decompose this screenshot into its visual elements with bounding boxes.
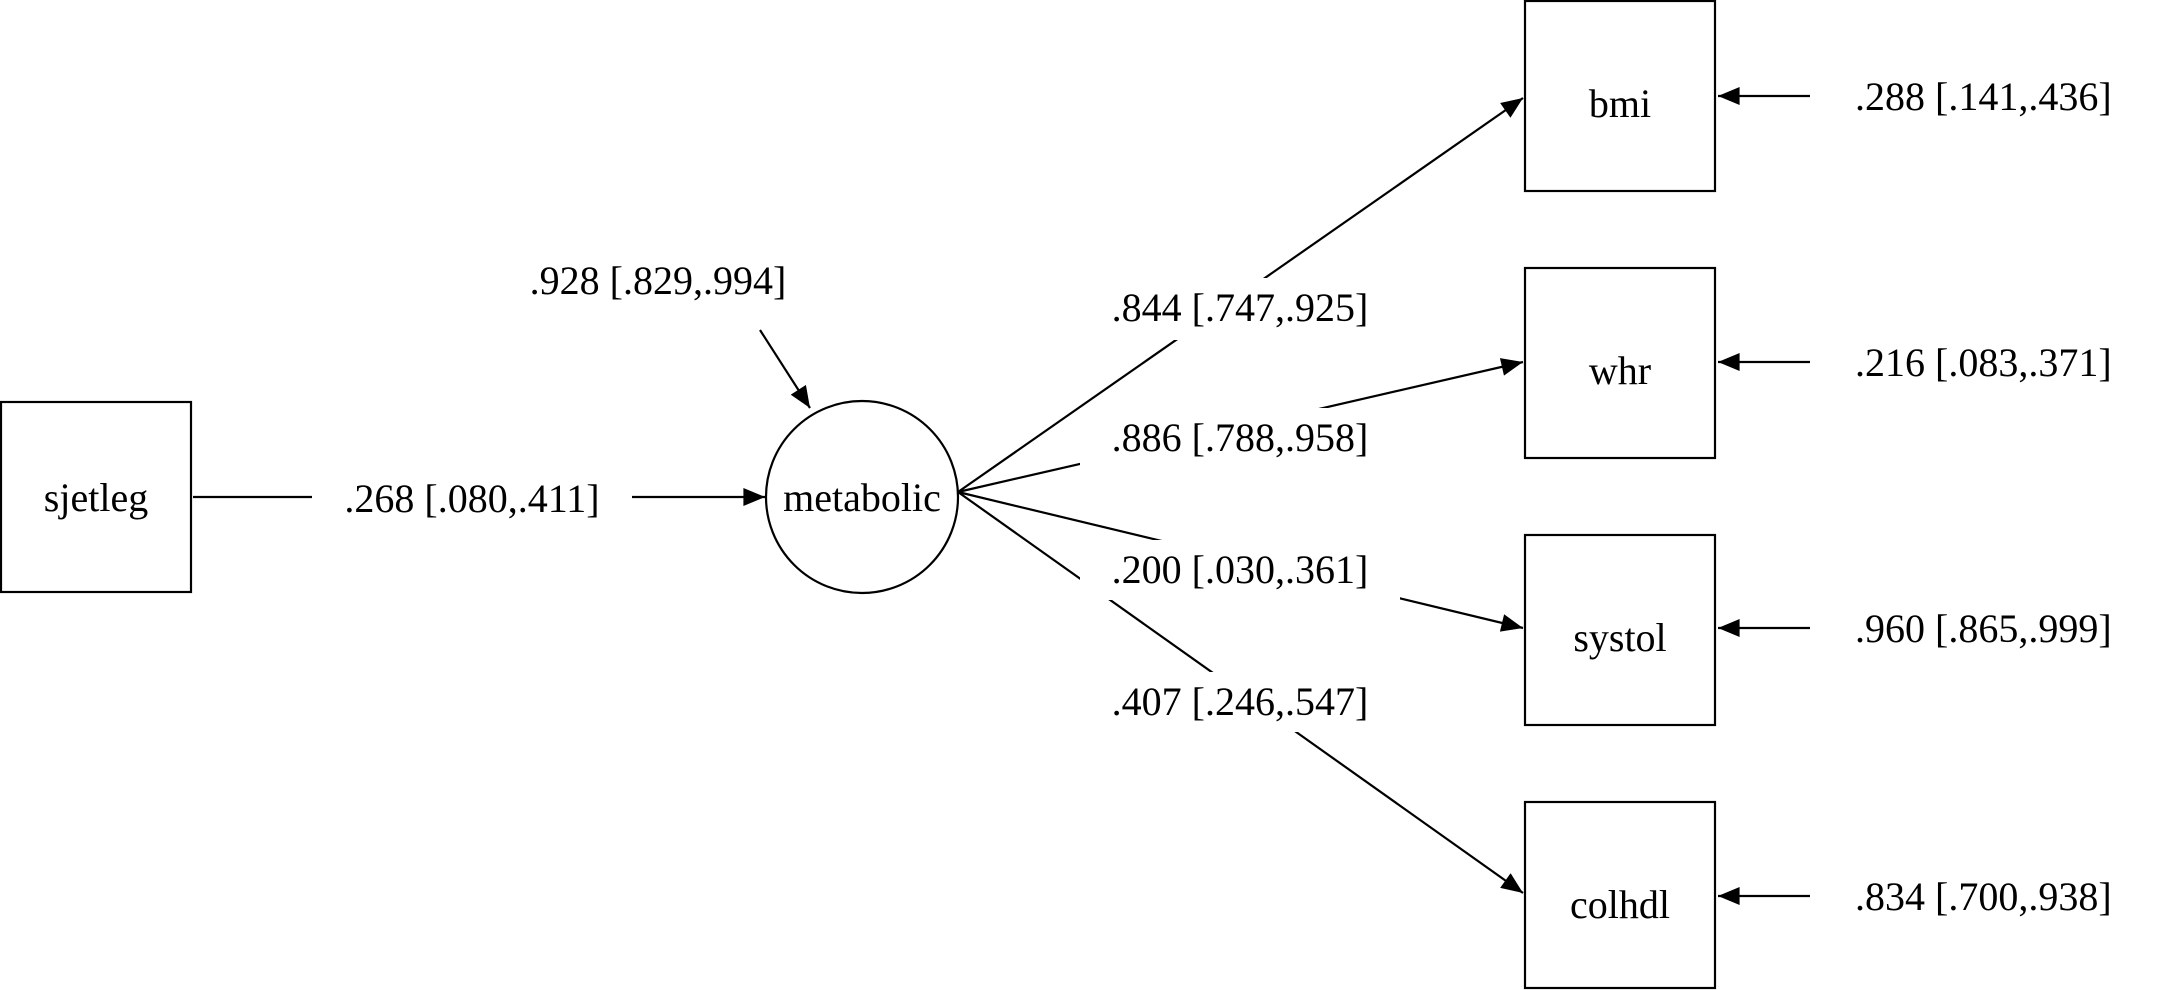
residual-colhdl: .834 [.700,.938] [1855,874,2112,919]
node-systol [1523,533,1717,727]
node-sjetleg [0,400,193,594]
residual-whr: .216 [.083,.371] [1855,340,2112,385]
node-bmi-label: bmi [1589,81,1651,126]
node-whr [1523,266,1717,460]
node-colhdl [1523,800,1717,990]
coef-metabolic-bmi: .844 [.747,.925] [1112,285,1369,330]
node-colhdl-label: colhdl [1570,882,1670,927]
node-bmi [1523,0,1717,193]
node-systol-label: systol [1573,615,1666,660]
residual-bmi: .288 [.141,.436] [1855,74,2112,119]
coef-sjetleg-metabolic: .268 [.080,.411] [344,476,599,521]
coef-metabolic-colhdl: .407 [.246,.547] [1112,679,1369,724]
coef-metabolic-systol: .200 [.030,.361] [1112,547,1369,592]
node-sjetleg-label: sjetleg [44,475,148,520]
edge-metabolic-residual [759,329,811,409]
residual-systol: .960 [.865,.999] [1855,606,2112,651]
node-metabolic-label: metabolic [783,475,941,520]
node-whr-label: whr [1589,348,1651,393]
coef-metabolic-residual: .928 [.829,.994] [530,258,787,303]
node-metabolic [764,399,960,595]
coef-metabolic-whr: .886 [.788,.958] [1112,415,1369,460]
